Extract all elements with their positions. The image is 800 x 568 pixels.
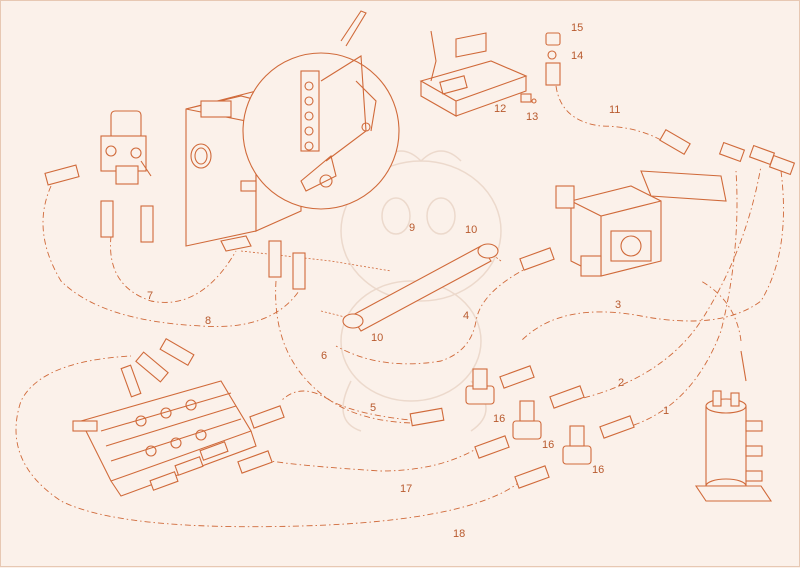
callout-4: 4 [463,310,469,322]
callout-7: 7 [147,290,153,302]
callout-8: 8 [205,315,211,327]
callout-12: 12 [494,103,506,115]
callout-16a: 16 [493,413,505,425]
hydraulic-pump [555,170,727,277]
callout-1: 1 [663,405,669,417]
callout-16b: 16 [542,439,554,451]
solenoid-valve [100,110,152,185]
oil-filter-canister [694,350,773,502]
tee-fittings [465,368,592,465]
callout-6: 6 [321,350,327,362]
callout-10b: 10 [371,332,383,344]
callout-13: 13 [526,111,538,123]
callout-2: 2 [618,377,624,389]
detail-magnifier [242,10,400,210]
callout-14: 14 [571,50,583,62]
suction-hose [342,243,499,332]
watermark-mascot [340,150,502,432]
callout-labels: 1 2 3 4 5 6 7 8 9 10 10 11 12 13 14 15 1… [147,22,669,540]
callout-17: 17 [400,483,412,495]
callout-3: 3 [615,299,621,311]
callout-9: 9 [409,222,415,234]
callout-5: 5 [370,402,376,414]
hose-fittings [44,129,796,489]
callout-18: 18 [453,528,465,540]
callout-15: 15 [571,22,583,34]
callout-16c: 16 [592,464,604,476]
mounting-bracket [419,30,528,117]
control-valve-bank [72,364,257,497]
callout-10a: 10 [465,224,477,236]
fittings-12-15 [520,32,561,104]
hose-routes [15,85,784,528]
callout-11: 11 [609,104,620,116]
